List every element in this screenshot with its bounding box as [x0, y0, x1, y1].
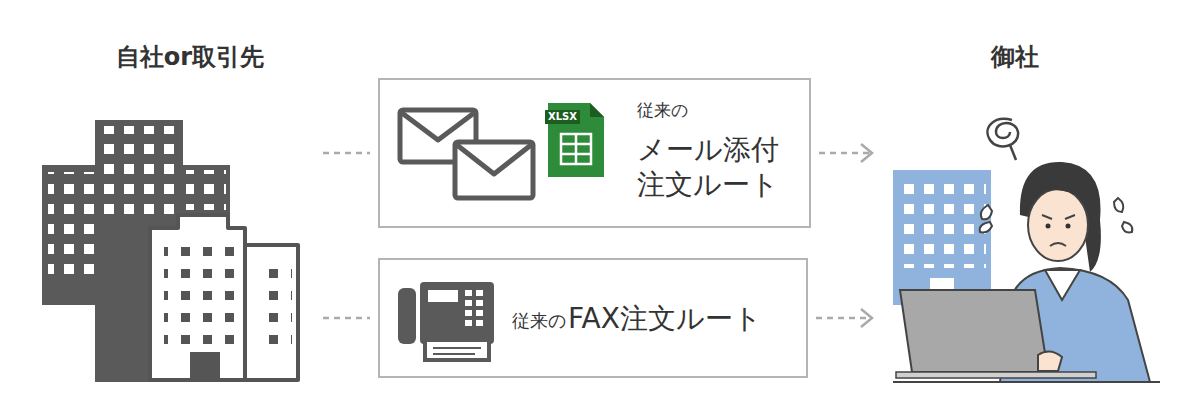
fax-icon — [398, 282, 494, 360]
dashed-arrow — [323, 318, 370, 319]
connector-line — [323, 317, 370, 320]
route-title: メール添付 注文ルート — [637, 132, 797, 202]
group-heading: 御社 — [991, 42, 1039, 72]
route-prefix: 従来の — [512, 310, 566, 333]
dashed-arrow — [819, 144, 872, 162]
connector-line — [816, 317, 872, 320]
arrow-head — [861, 309, 872, 327]
envelope-icons — [400, 110, 533, 198]
arrow-head — [861, 144, 872, 162]
connector-line — [819, 152, 872, 155]
connector-line — [323, 152, 370, 155]
group-heading: 自社or取引先 — [116, 42, 264, 72]
route-title: FAX注文ルート — [568, 301, 762, 336]
dashed-arrow — [816, 309, 872, 327]
buildings-left — [42, 120, 298, 382]
route-prefix: 従来の — [637, 100, 688, 121]
file-type-tag: XLSX — [545, 110, 580, 124]
source-group: 自社or取引先 — [65, 38, 315, 383]
fax-route-box: 従来のFAX注文ルート — [378, 258, 808, 378]
client-group: 御社 — [880, 38, 1150, 383]
email-route-box: 従来のメール添付 注文ルート — [378, 78, 811, 228]
dashed-arrow — [323, 153, 370, 154]
client-illustration — [893, 119, 1160, 382]
